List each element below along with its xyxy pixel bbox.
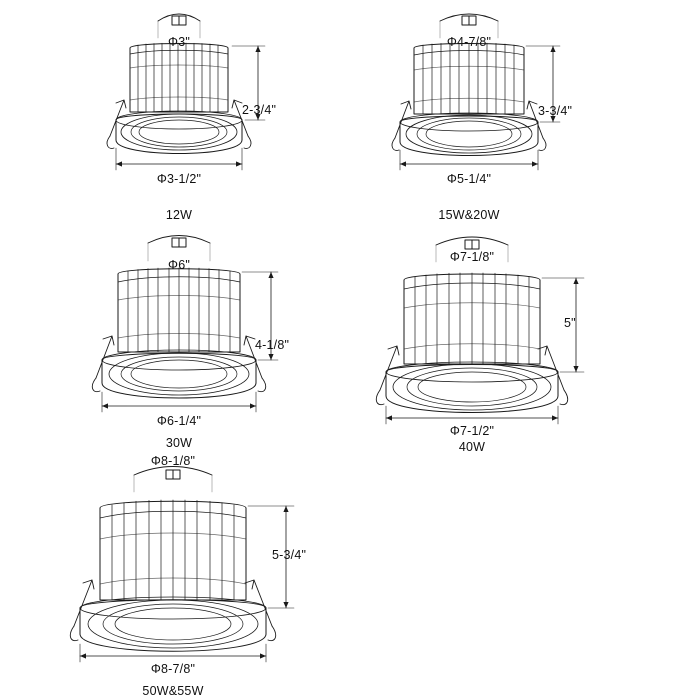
top-diameter-arc xyxy=(147,235,211,244)
height-label: 4-1/8" xyxy=(255,338,290,352)
heatsink-fins xyxy=(111,499,235,601)
model-label: 50W&55W xyxy=(142,684,204,698)
top-diameter-label: Φ8-1/8" xyxy=(150,454,196,468)
trim-flange xyxy=(101,352,257,399)
bottom-diameter-label: Φ8-7/8" xyxy=(150,662,196,676)
top-connector xyxy=(461,15,477,26)
top-diameter-arc xyxy=(435,236,509,246)
top-diameter-arc xyxy=(439,13,499,22)
unit-15w-20w: Φ4-7/8" Φ5-1/4" 3-3/4" 15W&20W xyxy=(370,8,600,223)
height-label: 5-3/4" xyxy=(272,548,307,562)
bottom-diameter-label: Φ3-1/2" xyxy=(156,172,202,186)
model-label: 30W xyxy=(165,436,193,450)
height-label: 5" xyxy=(564,316,576,330)
mounting-spring-left xyxy=(379,345,400,391)
unit-50w-55w: Φ8-1/8" Φ8-7/8" 5-3/4" 50W&55W xyxy=(48,448,318,698)
height-label: 2-3/4" xyxy=(242,103,277,117)
height-label: 3-3/4" xyxy=(538,104,573,118)
mounting-spring-right xyxy=(244,579,273,627)
trim-flange xyxy=(399,115,539,156)
heatsink-fins xyxy=(137,42,219,113)
mounting-spring-left xyxy=(394,100,412,139)
housing-barrel xyxy=(99,500,247,601)
top-diameter-label: Φ6" xyxy=(168,258,190,272)
top-diameter-label: Φ7-1/8" xyxy=(449,250,495,264)
mounting-spring-right xyxy=(231,99,249,137)
housing-barrel xyxy=(413,43,525,115)
mounting-spring-right xyxy=(526,100,544,139)
heatsink-fins xyxy=(414,272,530,365)
bottom-diameter-label: Φ7-1/2" xyxy=(449,424,495,438)
bottom-diameter-label: Φ5-1/4" xyxy=(446,172,492,186)
top-connector xyxy=(171,237,187,248)
unit-12w: Φ3" Φ3-1/2" 2-3/4" 12W xyxy=(80,8,310,223)
top-diameter-arc xyxy=(133,466,213,476)
top-diameter-arc xyxy=(157,13,201,22)
housing-barrel xyxy=(129,43,229,113)
mounting-spring-left xyxy=(95,335,115,379)
model-label: 15W&20W xyxy=(438,208,500,222)
model-label: 12W xyxy=(165,208,193,222)
mounting-spring-right xyxy=(243,335,263,379)
bottom-diameter-label: Φ6-1/4" xyxy=(156,414,202,428)
trim-flange xyxy=(115,113,243,154)
unit-40w: Φ7-1/8" Φ7-1/2" 5" 40W xyxy=(352,228,612,454)
top-diameter-label: Φ4-7/8" xyxy=(446,35,492,49)
heatsink-fins xyxy=(127,267,231,353)
mounting-spring-right xyxy=(537,345,565,391)
mounting-spring-left xyxy=(109,99,127,137)
top-diameter-label: Φ3" xyxy=(168,35,190,49)
mounting-spring-left xyxy=(73,579,95,627)
top-connector xyxy=(165,469,181,480)
model-label: 40W xyxy=(458,440,486,454)
top-connector xyxy=(171,15,187,26)
unit-30w: Φ6" Φ6-1/4" 4-1/8" 30W xyxy=(62,228,312,450)
housing-barrel xyxy=(117,268,241,353)
trim-flange xyxy=(79,599,267,652)
top-connector xyxy=(464,239,480,250)
trim-flange xyxy=(385,364,559,413)
heatsink-fins xyxy=(422,42,515,115)
